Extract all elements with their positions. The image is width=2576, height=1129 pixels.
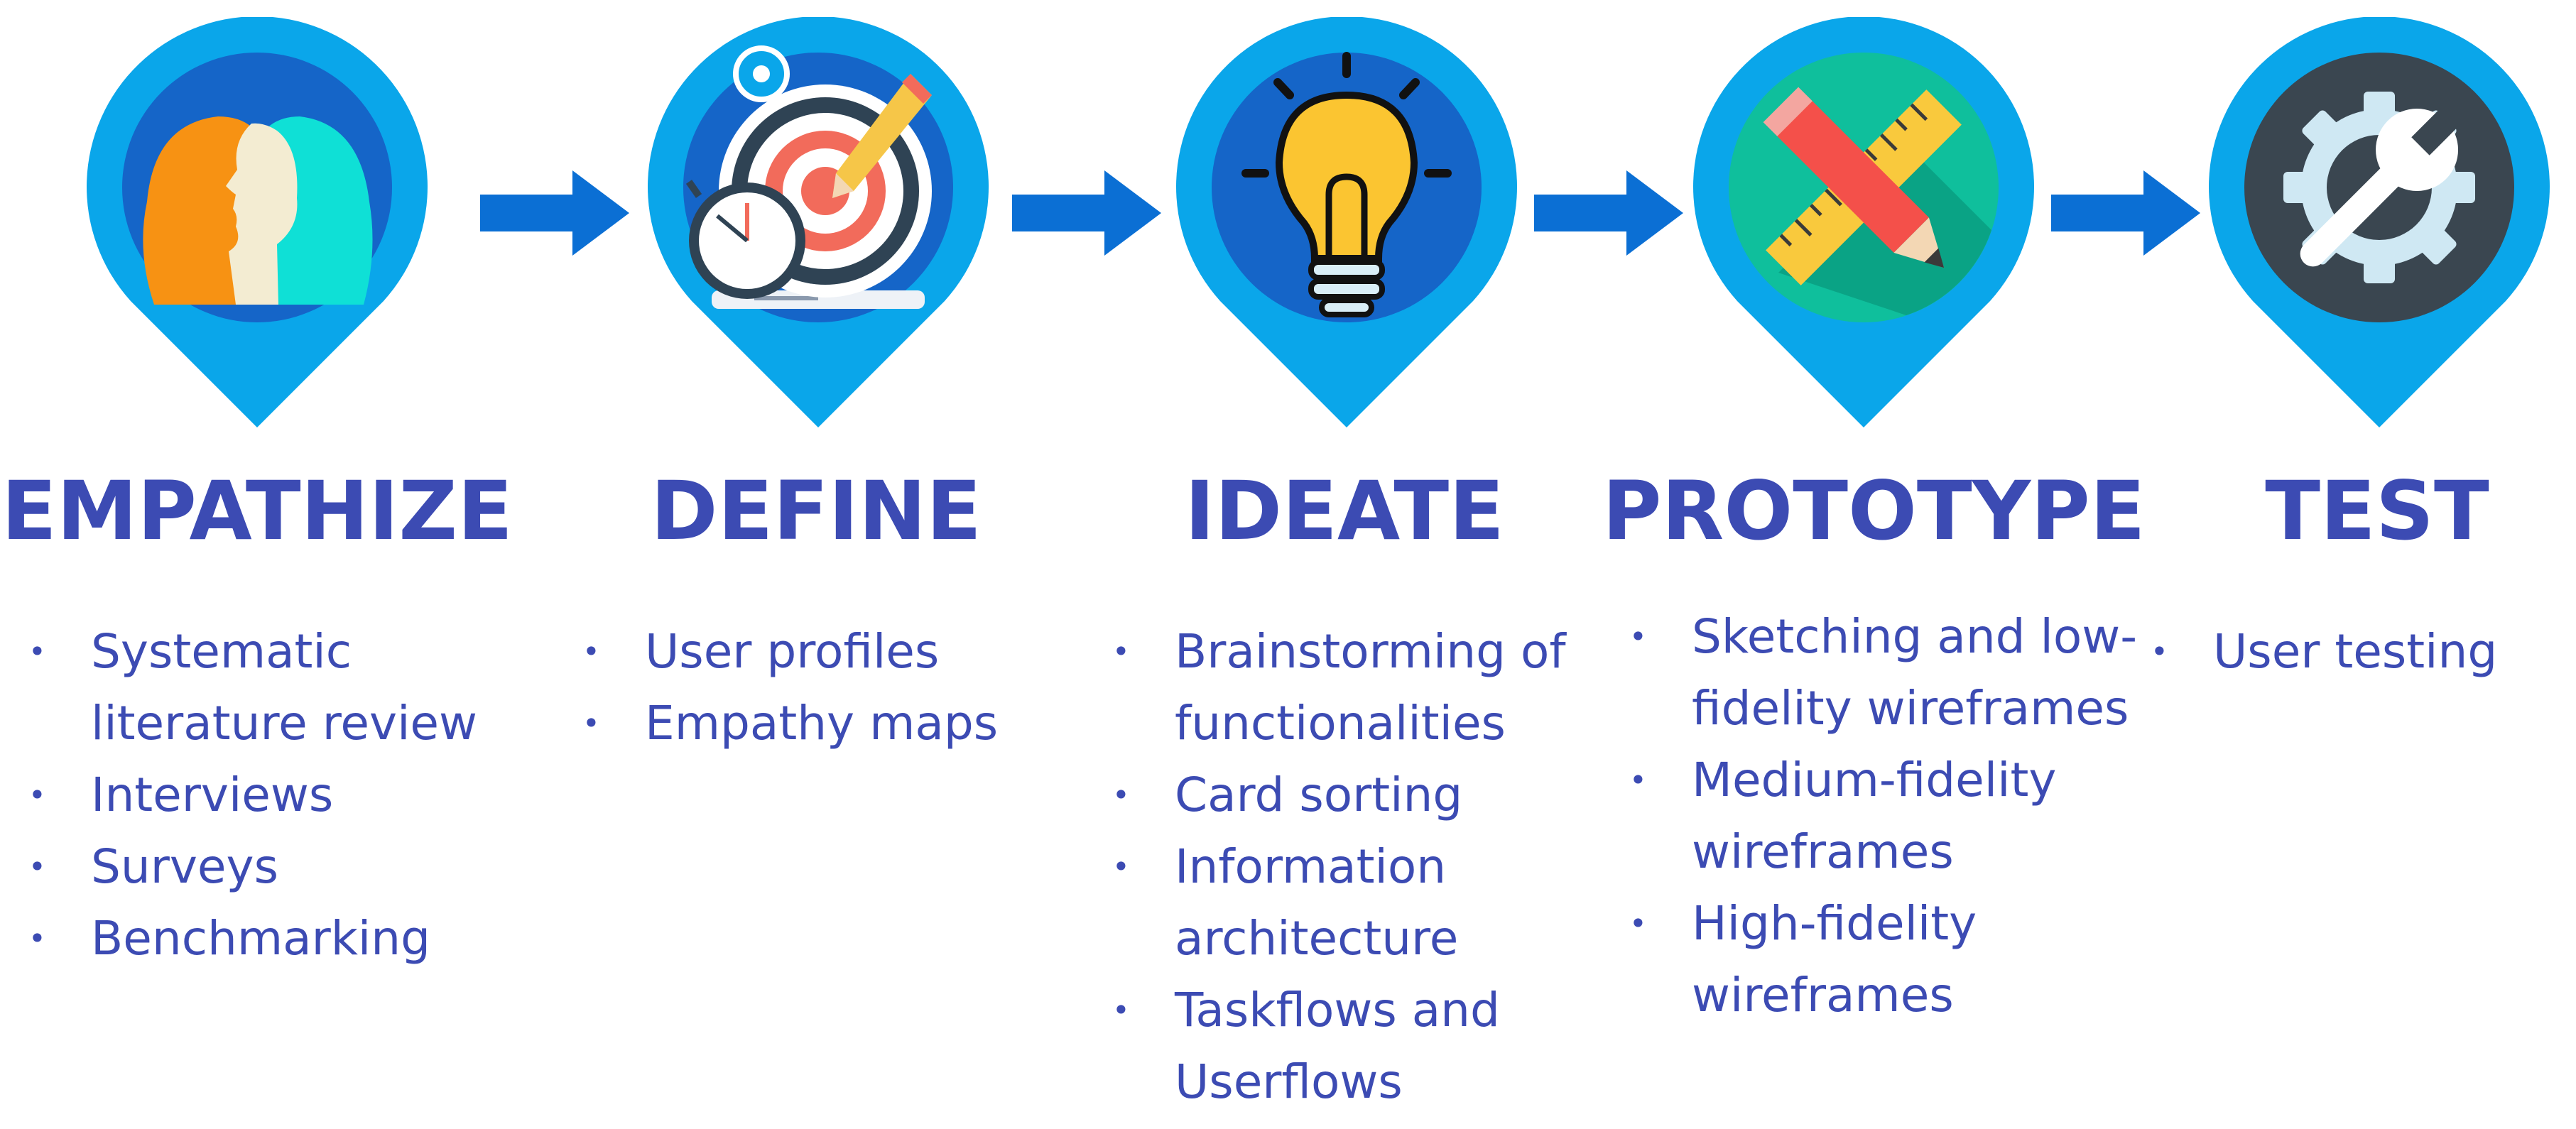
stage-title: EMPATHIZE: [1, 464, 513, 558]
list-item: Systematic: [28, 616, 477, 687]
list-item: Information: [1112, 831, 1566, 902]
stage-define: DEFINE User profiles Empathy maps: [561, 0, 1075, 1129]
list-item: Card sorting: [1112, 759, 1566, 831]
list-item: functionalities: [1175, 696, 1506, 751]
lightbulb-icon: [1176, 17, 1517, 427]
stage-ideate: IDEATE Brainstorming of functionalities …: [1089, 0, 1604, 1129]
list-item: Sketching and low-: [1629, 601, 2137, 672]
list-item: literature review: [91, 696, 477, 751]
list-item: User profiles: [582, 616, 998, 687]
flow-arrow: [1012, 170, 1161, 256]
stage-test: TEST User testing: [2122, 0, 2576, 1129]
heads-icon: [87, 17, 428, 427]
list-item: Userflows: [1175, 1054, 1403, 1109]
prototype-pin: [1693, 17, 2034, 440]
flow-arrow: [1534, 170, 1683, 256]
list-item: wireframes: [1692, 968, 1954, 1022]
stage-items: Brainstorming of functionalities Card so…: [1112, 616, 1566, 1118]
list-item: User testing: [2151, 616, 2497, 687]
stage-title: IDEATE: [1185, 464, 1504, 558]
list-item: Interviews: [28, 759, 477, 831]
stage-title: DEFINE: [650, 464, 982, 558]
stage-empathize: EMPATHIZE Systematic literature review I…: [0, 0, 514, 1129]
list-item: Medium-fidelity: [1629, 744, 2137, 816]
stage-title: PROTOTYPE: [1602, 464, 2146, 558]
stage-items: User testing: [2151, 616, 2497, 687]
empathize-pin: [87, 17, 428, 440]
stage-title: TEST: [2265, 464, 2489, 558]
flow-arrow: [480, 170, 629, 256]
list-item: Surveys: [28, 831, 477, 902]
list-item: Empathy maps: [582, 687, 998, 759]
flow-arrow: [2051, 170, 2200, 256]
stage-items: Sketching and low- fidelity wireframes M…: [1629, 601, 2137, 1031]
test-pin: [2209, 17, 2550, 440]
list-item: Benchmarking: [28, 902, 477, 974]
stage-prototype: PROTOTYPE Sketching and low- fidelity wi…: [1602, 0, 2146, 1129]
list-item: High-fidelity: [1629, 888, 2137, 959]
gear-wrench-icon: [2209, 17, 2550, 427]
stage-items: User profiles Empathy maps: [582, 616, 998, 759]
target-icon: [648, 17, 989, 427]
list-item: Taskflows and: [1112, 974, 1566, 1046]
list-item: fidelity wireframes: [1692, 681, 2129, 736]
list-item: Brainstorming of: [1112, 616, 1566, 687]
list-item: architecture: [1175, 911, 1459, 966]
stage-items: Systematic literature review Interviews …: [28, 616, 477, 974]
define-pin: [648, 17, 989, 440]
pencil-ruler-icon: [1693, 17, 2034, 427]
list-item: wireframes: [1692, 824, 1954, 879]
ideate-pin: [1176, 17, 1517, 440]
